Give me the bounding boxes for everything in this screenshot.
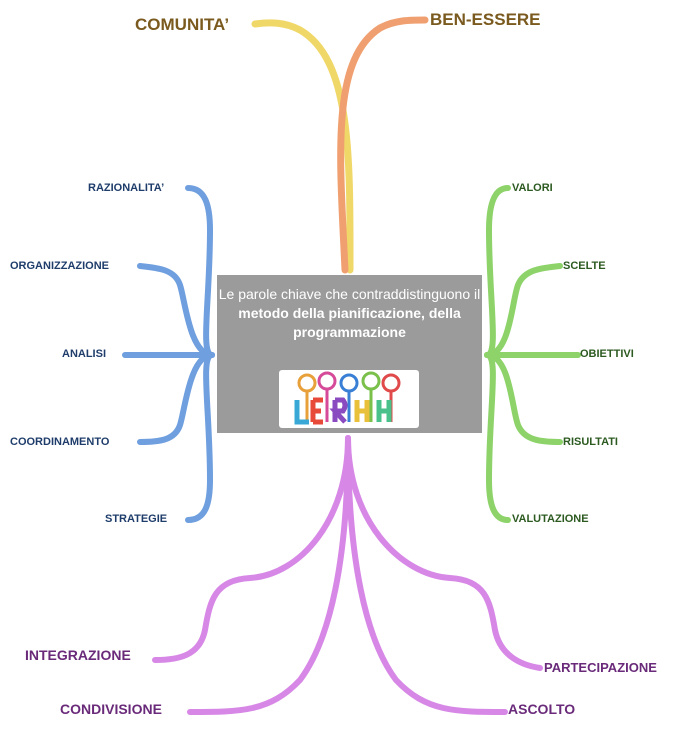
branch-risultati xyxy=(484,352,563,445)
label-organizzazione: ORGANIZZAZIONE xyxy=(10,260,109,272)
label-analisi: ANALISI xyxy=(62,348,106,360)
branch-scelte xyxy=(484,263,563,358)
label-coordinamento: COORDINAMENTO xyxy=(10,436,110,448)
branch-partecipazione xyxy=(345,435,543,671)
branch-valutazione xyxy=(484,352,511,523)
colorful-keys-research-icon xyxy=(279,370,419,428)
label-strategie: STRATEGIE xyxy=(105,513,168,525)
branch-valori xyxy=(484,185,511,358)
label-razionalita: RAZIONALITA’ xyxy=(88,182,165,194)
branch-razionalita xyxy=(185,185,215,358)
bottom-branches xyxy=(152,435,543,715)
label-scelte: SCELTE xyxy=(563,260,606,272)
label-comunita: COMUNITA’ xyxy=(135,15,230,34)
branch-coordinamento xyxy=(137,352,215,445)
branch-comunita xyxy=(251,19,354,274)
branch-ascolto xyxy=(345,435,508,715)
central-topic: Le parole chiave che contraddistinguono … xyxy=(217,275,482,433)
branch-organizzazione xyxy=(137,263,215,358)
branch-strategie xyxy=(185,352,215,523)
branch-condivisione xyxy=(187,435,351,715)
label-condivisione: CONDIVISIONE xyxy=(60,701,162,717)
label-ascolto: ASCOLTO xyxy=(508,701,576,717)
central-text-plain: Le parole chiave che contraddistinguono … xyxy=(218,286,481,302)
label-ben-essere: BEN-ESSERE xyxy=(430,10,541,29)
branch-integrazione xyxy=(152,435,351,663)
label-obiettivi: OBIETTIVI xyxy=(580,348,634,360)
left-branches xyxy=(122,185,215,523)
branch-ben-essere xyxy=(337,16,429,274)
label-risultati: RISULTATI xyxy=(563,436,618,448)
right-branches xyxy=(484,185,581,523)
label-valori: VALORI xyxy=(512,182,553,194)
label-integrazione: INTEGRAZIONE xyxy=(25,647,131,663)
central-topic-text: Le parole chiave che contraddistinguono … xyxy=(217,285,482,342)
label-valutazione: VALUTAZIONE xyxy=(512,513,589,525)
central-text-bold: metodo della pianificazione, della progr… xyxy=(238,305,461,340)
label-partecipazione: PARTECIPAZIONE xyxy=(544,660,657,675)
